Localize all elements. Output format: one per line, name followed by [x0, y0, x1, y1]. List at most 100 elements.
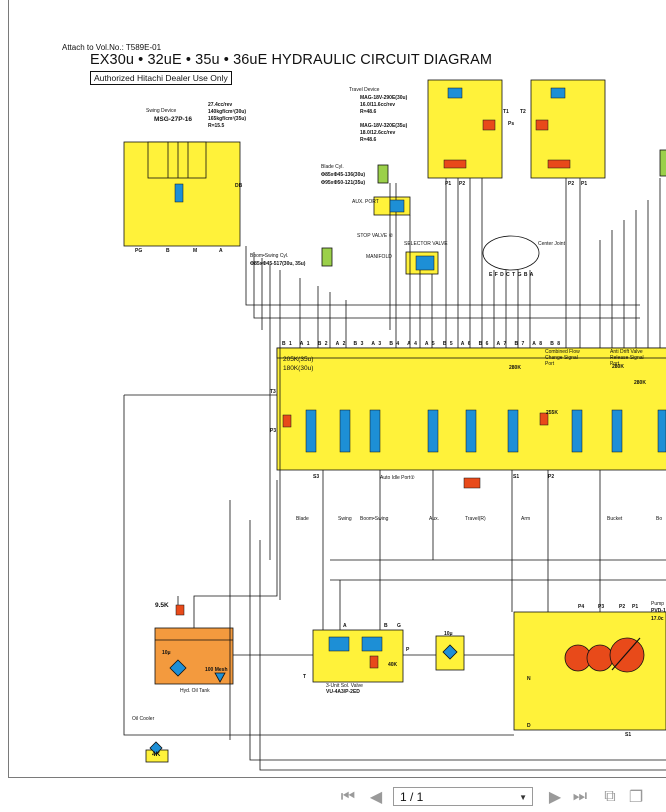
label-swing-spec4: R=15.5 [208, 123, 225, 129]
label-relief-280a: 280K [509, 365, 521, 371]
label-fn-blade: Blade [296, 516, 309, 522]
pdf-viewer-toolbar [0, 782, 666, 812]
label-boom-swing-spec: Φ85xΦ45-517(30u, 35u) [250, 261, 306, 267]
center-joint [482, 235, 540, 271]
next-page-icon[interactable]: ▶ [548, 789, 562, 806]
label-port-p: P [406, 647, 410, 653]
label-a: A [219, 248, 223, 254]
label-travel-spec2: 16.0/11.6cc/rev [360, 102, 396, 108]
label-blade-cyl-30: Φ85xΦ45-136(30u) [321, 172, 366, 178]
label-p2-pump: P2 [619, 604, 626, 610]
label-m: M [193, 248, 198, 254]
label-relief-280c: 280K [634, 380, 646, 386]
label-relief-255: 255K [546, 410, 558, 416]
label-fn-aux: Aux. [429, 516, 440, 522]
label-port-a: A [343, 623, 347, 629]
label-t3: T3 [270, 389, 276, 395]
document-reference: Attach to Vol.No.: T589E-01 [62, 43, 162, 52]
label-fn-boom: Bo [656, 516, 663, 522]
label-auto-idle: Auto Idle Port② [380, 475, 415, 481]
label-port2: Port [610, 361, 620, 367]
label-hyd-tank: Hyd. Oil Tank [180, 688, 210, 694]
label-d: D [527, 723, 531, 729]
label-ps: Ps [508, 121, 515, 127]
label-p2-right: P2 [568, 181, 575, 187]
label-fn-boom-swing: Boom•Swing [360, 516, 389, 522]
pump-rotor-2 [586, 644, 614, 672]
page-border-left [8, 0, 9, 778]
label-selector-valve: SELECTOR VALVE [404, 241, 448, 247]
label-fn-swing: Swing [338, 516, 352, 522]
label-swing-model: MSG-27P-16 [154, 116, 192, 123]
label-pump: Pump [651, 601, 665, 607]
label-travel-device: Travel Device [349, 87, 380, 93]
label-swing-spec1: 27.4cc/rev [208, 102, 233, 108]
hydraulic-circuit-diagram [123, 79, 666, 771]
label-manifold: MANIFOLD [366, 254, 392, 260]
label-pg: PG [135, 248, 143, 254]
first-page-icon[interactable]: ⏮ [340, 788, 356, 805]
label-travel-spec4: MAG-18V-320E(35u) [360, 123, 408, 129]
label-mesh: 100 Mesh [205, 667, 228, 673]
label-relief-9-5k: 9.5K [155, 602, 169, 609]
two-page-view-icon[interactable]: ⧉ [604, 788, 616, 805]
pilot-valve-block [312, 629, 404, 683]
label-p1-right: P1 [581, 181, 588, 187]
label-travel-spec3: R=48.6 [360, 109, 377, 115]
label-boom-swing-cyl: Boom•Swing Cyl. [250, 253, 289, 259]
label-fn-travel-r: Travel(R) [465, 516, 486, 522]
label-travel-spec1: MAG-18V-290E(30u) [360, 95, 408, 101]
label-anti-drift: Anti Drift Valve [610, 349, 643, 355]
label-center-letters: E F D C T G B A [489, 272, 534, 278]
page-indicator: 1 / 1 [400, 790, 424, 804]
label-port: Port [545, 361, 555, 367]
label-travel-spec5: 18.0/12.6cc/rev [360, 130, 396, 136]
label-b: B [166, 248, 170, 254]
label-pilot-model: VU-4A3/P-2ED [326, 689, 360, 695]
label-t2: T2 [520, 109, 526, 115]
label-combined-flow: Combined Flow [545, 349, 580, 355]
prev-page-icon[interactable]: ◀ [369, 789, 383, 806]
last-page-icon[interactable]: ⏭ [572, 788, 588, 805]
label-db: DB [235, 183, 243, 189]
label-blade-cyl: Blade Cyl. [321, 164, 344, 170]
label-pump-cc: 17.0c [651, 616, 664, 622]
page-number-select[interactable]: 1 / 1 ▼ [393, 787, 533, 806]
label-s1: S1 [513, 474, 520, 480]
label-p3-pump: P3 [598, 604, 605, 610]
label-aux-port: AUX. PORT [352, 199, 379, 205]
label-p1-pump: P1 [632, 604, 639, 610]
label-fn-bucket: Bucket [607, 516, 623, 522]
label-pilot-valve: 3-Unit Sol. Valve [326, 683, 363, 689]
chevron-down-icon: ▼ [519, 793, 527, 802]
label-relief-280b: 280K [612, 364, 624, 370]
label-p2-mid: P2 [548, 474, 555, 480]
label-fn-arm: Arm [521, 516, 531, 522]
dealer-notice: Authorized Hitachi Dealer Use Only [90, 71, 232, 85]
label-relief-4k: 4K [152, 751, 161, 758]
label-pump-model: PVD-1 [651, 608, 666, 614]
label-s3: S3 [313, 474, 320, 480]
single-page-view-icon[interactable]: ❐ [628, 789, 644, 806]
label-p3: P3 [270, 428, 277, 434]
label-n: N [527, 676, 531, 682]
label-p1-left: P1 [445, 181, 452, 187]
label-swing-device: Swing Device [146, 108, 177, 114]
label-relief-180: 180K(30u) [283, 365, 314, 372]
pump-block [513, 611, 666, 731]
label-t1: T1 [503, 109, 509, 115]
label-change-signal: Change Signal [545, 355, 578, 361]
label-filter-10: 10μ [162, 650, 171, 656]
label-port-g: G [397, 623, 401, 629]
label-relief-205: 205K(35u) [283, 356, 314, 363]
label-p4: P4 [578, 604, 585, 610]
page-border-bottom [8, 777, 666, 778]
label-swing-spec2: 140kgf/cm²(30u) [208, 109, 247, 115]
label-blade-cyl-35: Φ95xΦ50-121(35u) [321, 180, 366, 186]
label-s1-pump: S1 [625, 732, 632, 738]
label-stop-valve: STOP VALVE ② [357, 233, 394, 239]
pump-rotor-3 [609, 637, 645, 673]
label-ports-top: B1 A1 B2 A2 B3 A3 B4 A4 A5 B5 A6 B6 A7 B… [282, 341, 564, 347]
label-travel-spec6: R=48.6 [360, 137, 377, 143]
label-filter-10b: 10μ [444, 631, 453, 637]
